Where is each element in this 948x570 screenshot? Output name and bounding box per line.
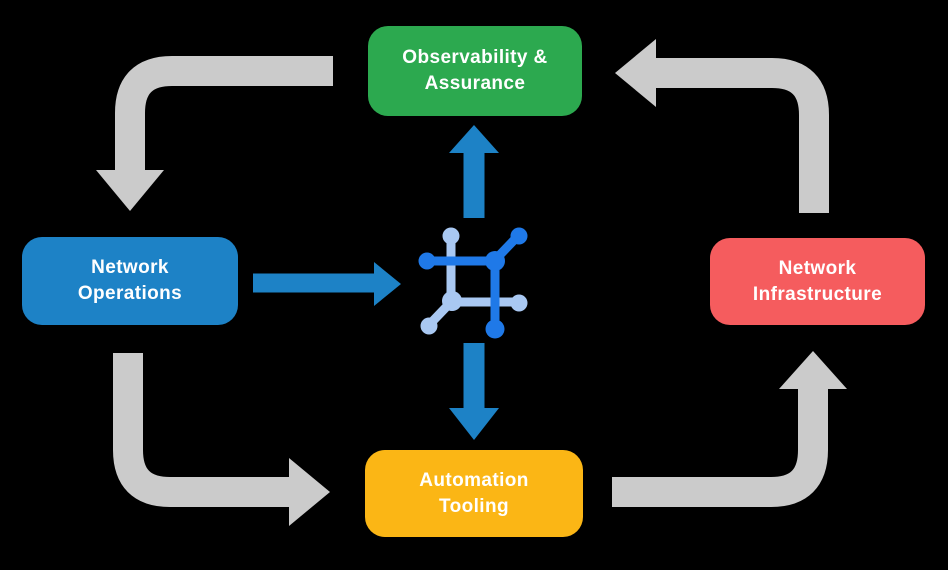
icon-endpoint-right <box>510 294 528 312</box>
icon-corner-node-dark <box>485 251 505 271</box>
icon-endpoint-top-right <box>510 227 528 245</box>
spoke-arrow-operations-to-center <box>253 262 401 306</box>
icon-endpoint-bottom <box>485 319 505 339</box>
cycle-arrow-operations-to-automation <box>113 353 330 526</box>
arrow-head <box>96 170 164 211</box>
network-automation-icon <box>418 227 528 339</box>
icon-endpoint-left <box>418 252 436 270</box>
arrow-head <box>779 351 847 389</box>
arrow-shaft <box>656 58 829 213</box>
cycle-arrow-automation-to-infrastructure <box>612 351 847 507</box>
icon-corner-node-light <box>442 291 462 311</box>
arrow-head <box>615 39 656 107</box>
arrow-shaft <box>115 56 333 171</box>
node-observability-assurance: Observability & Assurance <box>368 26 582 116</box>
node-automation-tooling: Automation Tooling <box>365 450 583 537</box>
arrow-head <box>374 262 401 306</box>
node-network-infrastructure: Network Infrastructure <box>710 238 925 325</box>
node-label: Network Infrastructure <box>752 257 883 305</box>
arrow-head <box>449 125 499 153</box>
spoke-arrow-center-to-automation <box>449 343 499 440</box>
arrow-head <box>449 408 499 440</box>
arrow-shaft <box>113 353 289 507</box>
node-label: Observability & Assurance <box>402 47 548 94</box>
node-label: Network Operations <box>77 257 183 304</box>
arrow-shaft <box>612 389 828 507</box>
icon-endpoint-top <box>442 227 460 245</box>
cycle-arrow-infrastructure-to-observability <box>615 39 829 213</box>
icon-endpoint-bottom-left <box>420 317 438 335</box>
cycle-arrow-observability-to-operations <box>96 56 333 211</box>
node-label: Automation Tooling <box>419 469 529 517</box>
arrow-head <box>289 458 330 526</box>
node-network-operations: Network Operations <box>22 237 238 325</box>
spoke-arrow-center-to-observability <box>449 125 499 218</box>
